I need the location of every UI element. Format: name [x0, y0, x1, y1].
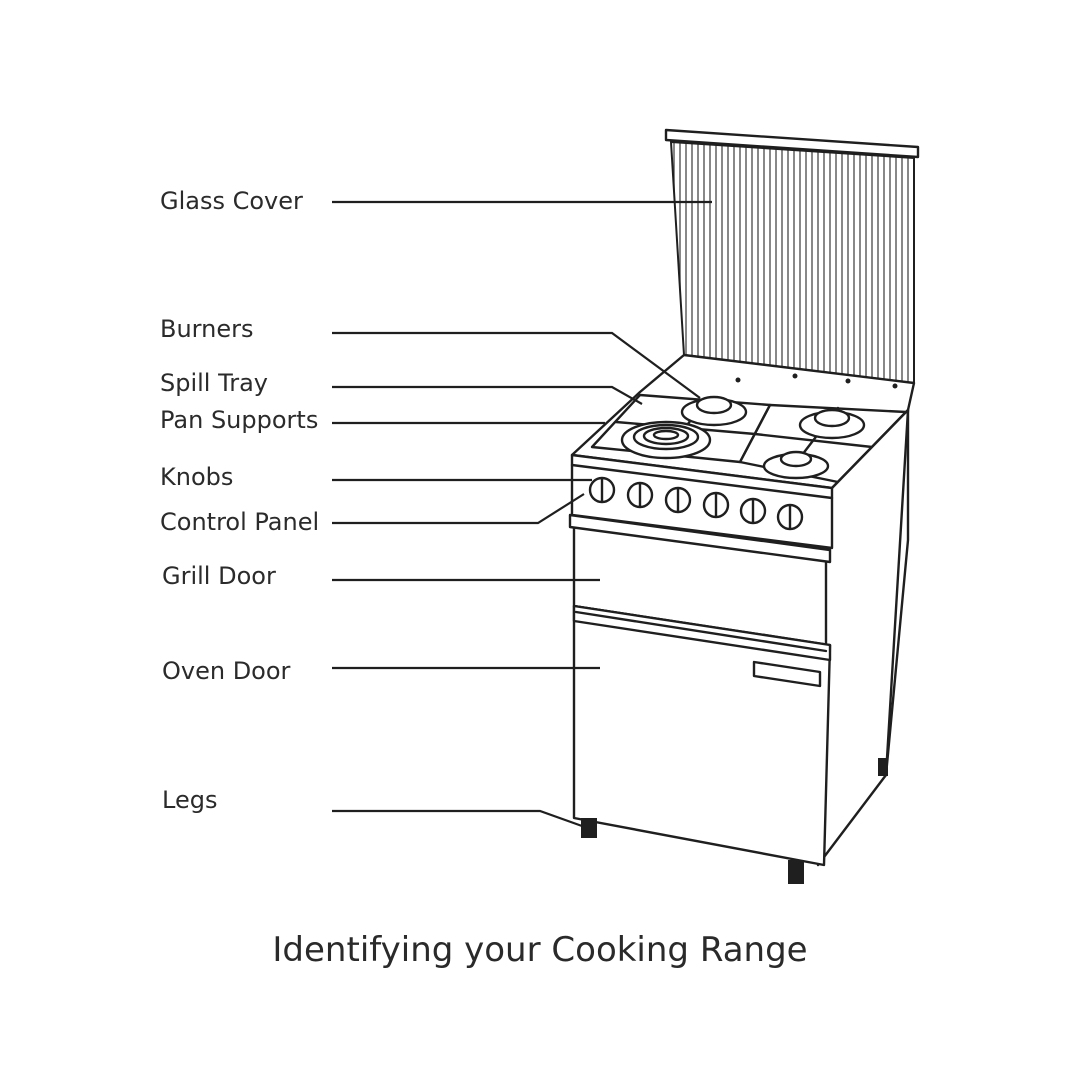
- svg-text:Spill Tray: Spill Tray: [160, 369, 268, 397]
- control-panel: [570, 453, 834, 550]
- label-glass-cover: Glass Cover: [160, 187, 712, 215]
- knob-6: [776, 503, 804, 531]
- burner-front-left: [620, 420, 712, 460]
- burners: [620, 395, 866, 480]
- oven-handle: [752, 660, 822, 688]
- svg-text:Grill Door: Grill Door: [162, 562, 276, 590]
- svg-text:Pan Supports: Pan Supports: [160, 406, 318, 434]
- glass-cover: [664, 128, 920, 385]
- knob-3: [664, 486, 692, 514]
- svg-text:Legs: Legs: [162, 786, 217, 814]
- svg-text:Burners: Burners: [160, 315, 253, 343]
- diagram-caption: Identifying your Cooking Range: [272, 930, 808, 970]
- knob-1: [588, 476, 616, 504]
- label-burners: Burners: [160, 315, 701, 399]
- label-grill-door: Grill Door: [162, 562, 600, 590]
- burner-front-right: [762, 450, 830, 480]
- label-control-panel: Control Panel: [160, 493, 585, 536]
- knob-2: [626, 481, 654, 509]
- label-oven-door: Oven Door: [162, 657, 600, 685]
- label-pan-supports: Pan Supports: [160, 406, 605, 434]
- label-legs: Legs: [162, 786, 583, 828]
- oven-door: [572, 604, 832, 867]
- burner-back-right: [798, 408, 866, 440]
- burner-back-left: [680, 395, 748, 427]
- label-knobs: Knobs: [160, 463, 592, 491]
- svg-text:Oven Door: Oven Door: [162, 657, 291, 685]
- grill-door: [568, 513, 832, 647]
- knobs: [588, 476, 804, 531]
- svg-text:Knobs: Knobs: [160, 463, 233, 491]
- knob-5: [739, 497, 767, 525]
- svg-text:Control Panel: Control Panel: [160, 508, 319, 536]
- label-spill-tray: Spill Tray: [160, 369, 643, 405]
- legs: [581, 758, 888, 884]
- knob-4: [702, 491, 730, 519]
- svg-text:Glass Cover: Glass Cover: [160, 187, 303, 215]
